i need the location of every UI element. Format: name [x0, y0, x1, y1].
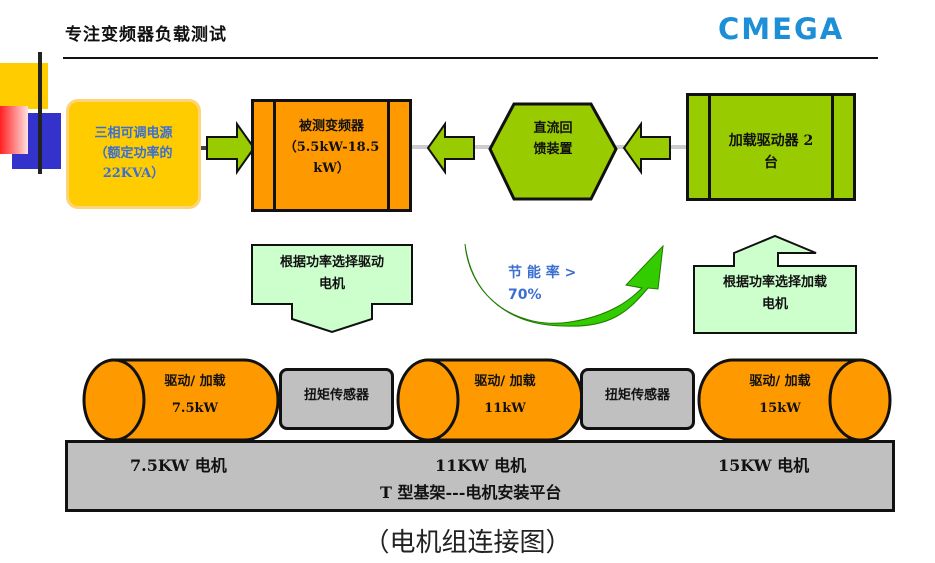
motor-power: 11kW — [484, 401, 526, 416]
motor-7-5kw — [82, 358, 280, 442]
motor-power: 7.5kW — [171, 401, 219, 416]
dc-feedback-hexagon — [488, 102, 618, 201]
vfd-line: 被测变频器 — [298, 119, 364, 134]
vfd-left-bar — [273, 102, 276, 209]
vfd-under-test-box: 被测变频器 （5.5kW-18.5 kW） — [251, 99, 412, 212]
torque-sensor-2: 扭矩传感器 — [580, 368, 695, 430]
motor-role: 驱动/ 加载 — [474, 374, 536, 389]
energy-saving-curved-arrow — [464, 243, 664, 327]
torque-sensor-1: 扭矩传感器 — [279, 368, 394, 430]
vfd-line: （5.5kW-18.5 — [283, 140, 380, 155]
decor-vertical-bar — [38, 52, 42, 174]
motor-label-2: 驱动/ 加载 11kW — [460, 368, 550, 422]
platform-motor-label-3: 15KW 电机 — [718, 456, 810, 475]
header-divider — [63, 57, 878, 59]
select-load-motor-label: 根据功率选择加载 电机 — [698, 272, 852, 316]
arrow-left-icon — [622, 120, 671, 176]
select-drive-motor-line: 根据功率选择驱动 — [279, 255, 384, 270]
select-drive-motor-line: 电机 — [318, 277, 345, 292]
select-drive-motor-label: 根据功率选择驱动 电机 — [256, 252, 408, 296]
vfd-line: kW） — [313, 161, 350, 176]
energy-saving-line: 节 能 率 > — [508, 265, 577, 281]
load-driver-line: 台 — [764, 155, 778, 171]
company-logo: CMEGA — [718, 12, 845, 46]
vfd-label: 被测变频器 （5.5kW-18.5 kW） — [276, 116, 387, 179]
platform-motor-label-1: 7.5KW 电机 — [130, 456, 227, 475]
dc-feedback-label: 直流回 馈装置 — [510, 118, 596, 160]
load-driver-box: 加载驱动器 2 台 — [686, 93, 856, 201]
mounting-platform — [65, 440, 895, 512]
dc-feedback-line: 直流回 — [533, 121, 573, 136]
power-source-line: （额定功率的 — [94, 146, 173, 161]
load-left-bar — [708, 96, 711, 198]
energy-saving-value: 70% — [508, 287, 542, 303]
platform-motor-label-2: 11KW 电机 — [435, 456, 527, 475]
arrow-left-icon — [426, 120, 475, 176]
select-load-motor-line: 根据功率选择加载 — [722, 275, 827, 290]
select-drive-motor-arrow — [251, 244, 413, 334]
power-source-line: 22KVA） — [102, 166, 165, 181]
select-load-motor-arrow — [693, 234, 857, 334]
vfd-right-bar — [387, 102, 390, 209]
dc-feedback-line: 馈装置 — [533, 142, 573, 157]
power-source-box: 三相可调电源 （额定功率的 22KVA） — [66, 99, 201, 209]
motor-label-3: 驱动/ 加载 15kW — [735, 368, 825, 422]
page-title: 专注变频器负载测试 — [65, 25, 227, 45]
arrow-right-icon — [206, 120, 256, 176]
diagram-caption: （电机组连接图） — [363, 528, 572, 558]
motor-role: 驱动/ 加载 — [164, 374, 226, 389]
select-load-motor-line: 电机 — [761, 297, 788, 312]
decor-red-gradient-square — [0, 106, 28, 154]
motor-15kw — [697, 358, 892, 442]
load-driver-label: 加载驱动器 2 台 — [711, 130, 831, 174]
energy-saving-label: 节 能 率 > 70% — [508, 262, 576, 306]
motor-label-1: 驱动/ 加载 7.5kW — [150, 368, 240, 422]
power-source-line: 三相可调电源 — [94, 126, 173, 141]
load-right-bar — [831, 96, 834, 198]
motor-role: 驱动/ 加载 — [749, 374, 811, 389]
platform-label: T 型基架---电机安装平台 — [380, 483, 562, 502]
motor-power: 15kW — [759, 401, 801, 416]
load-driver-line: 加载驱动器 2 — [728, 133, 814, 149]
